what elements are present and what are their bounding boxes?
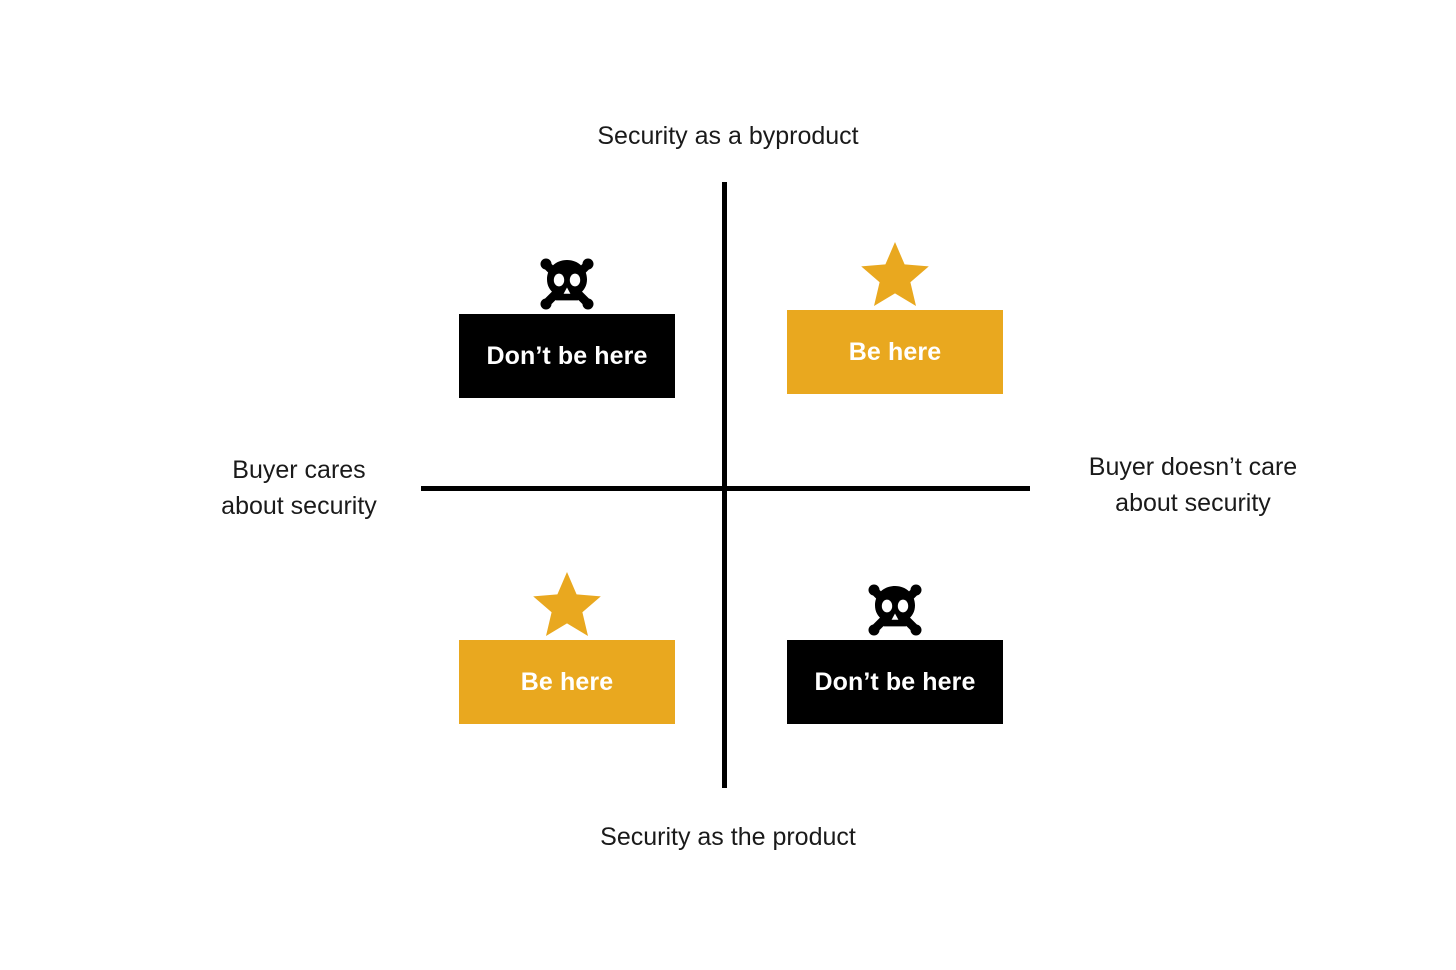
quadrant-top-left: Don’t be here — [459, 240, 675, 398]
horizontal-axis-line — [421, 486, 1030, 491]
skull-and-crossbones-icon — [787, 566, 1003, 638]
quadrant-label-box: Don’t be here — [459, 314, 675, 398]
skull-and-crossbones-icon — [459, 240, 675, 312]
axis-label-top: Security as a byproduct — [597, 122, 859, 150]
quadrant-label-box: Be here — [787, 310, 1003, 394]
star-icon — [787, 236, 1003, 308]
axis-label-right: Buyer doesn’t care about security — [1088, 453, 1298, 517]
axis-label-left: Buyer cares about security — [221, 456, 377, 520]
axis-label-bottom: Security as the product — [600, 823, 856, 851]
quadrant-label-box: Don’t be here — [787, 640, 1003, 724]
quadrant-label-box: Be here — [459, 640, 675, 724]
quadrant-bottom-right: Don’t be here — [787, 566, 1003, 724]
star-icon — [459, 566, 675, 638]
vertical-axis-line — [722, 182, 727, 788]
quadrant-top-right: Be here — [787, 236, 1003, 394]
quadrant-bottom-left: Be here — [459, 566, 675, 724]
